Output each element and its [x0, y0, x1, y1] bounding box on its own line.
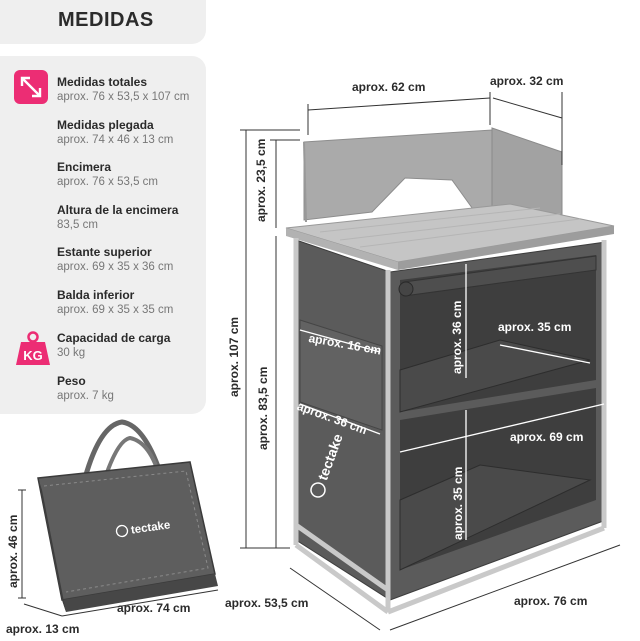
- title-panel: [0, 0, 206, 44]
- page-title: MEDIDAS: [58, 9, 154, 31]
- spec-value: aprox. 74 x 46 x 13 cm: [57, 134, 174, 146]
- spec-value: 30 kg: [57, 347, 86, 359]
- diagonal-arrows-icon: [14, 70, 48, 104]
- bag-width-label: aprox. 74 cm: [117, 601, 191, 615]
- counter-height-label: aprox. 83,5 cm: [256, 366, 270, 450]
- spec-label: Medidas plegada: [57, 118, 154, 132]
- kg-label: KG: [23, 348, 43, 363]
- spec-value: aprox. 76 x 53,5 cm: [57, 176, 158, 188]
- spec-load: Capacidad de carga 30 kg: [57, 331, 207, 361]
- kitchen-cabinet: [285, 127, 615, 615]
- kg-weight-icon: KG: [14, 330, 52, 366]
- cabinet-dimension-lines: [240, 92, 621, 631]
- spec-weight: Peso aprox. 7 kg: [57, 374, 207, 404]
- spec-label: Capacidad de carga: [57, 331, 171, 345]
- spec-label: Medidas totales: [57, 75, 148, 89]
- top-depth-label: aprox. 32 cm: [490, 74, 564, 88]
- spec-counter-height: Altura de la encimera 83,5 cm: [57, 203, 207, 233]
- spec-countertop: Encimera aprox. 76 x 53,5 cm: [57, 160, 207, 190]
- spec-lower-shelf: Balda inferior aprox. 69 x 35 x 35 cm: [57, 288, 207, 318]
- spec-value: 83,5 cm: [57, 219, 98, 231]
- spec-total: Medidas totales aprox. 76 x 53,5 x 107 c…: [57, 75, 207, 105]
- spec-upper-shelf: Estante superior aprox. 69 x 35 x 36 cm: [57, 245, 207, 275]
- spec-value: aprox. 69 x 35 x 36 cm: [57, 261, 174, 273]
- top-width-label: aprox. 62 cm: [352, 80, 426, 94]
- bag-brand-text: tectake: [130, 519, 171, 536]
- spec-label: Encimera: [57, 160, 112, 174]
- lower-shelf-height-label: aprox. 35 cm: [451, 466, 465, 540]
- bag-height-label: aprox. 46 cm: [6, 514, 20, 588]
- spec-label: Altura de la encimera: [57, 203, 179, 217]
- total-height-label: aprox. 107 cm: [227, 316, 241, 397]
- spec-value: aprox. 76 x 53,5 x 107 cm: [57, 91, 190, 103]
- brand-logo-bag: tectake: [115, 519, 171, 538]
- spec-label: Balda inferior: [57, 288, 135, 302]
- shelf-width-label: aprox. 69 cm: [510, 430, 584, 444]
- cabinet-inner-dimension-lines: [299, 264, 605, 540]
- spec-label: Estante superior: [57, 245, 152, 259]
- bag-dimension-lines: [18, 489, 219, 617]
- spec-label: Peso: [57, 374, 86, 388]
- bag-depth-label: aprox. 13 cm: [6, 622, 80, 636]
- base-width-label: aprox. 76 cm: [514, 594, 588, 608]
- windscreen-height-label: aprox. 23,5 cm: [254, 138, 268, 222]
- spec-value: aprox. 69 x 35 x 35 cm: [57, 304, 174, 316]
- shelf-depth-label: aprox. 35 cm: [498, 320, 572, 334]
- spec-folded: Medidas plegada aprox. 74 x 46 x 13 cm: [57, 118, 207, 148]
- spec-value: aprox. 7 kg: [57, 390, 114, 402]
- carry-bag: [37, 419, 218, 612]
- upper-shelf-height-label: aprox. 36 cm: [450, 300, 464, 374]
- base-depth-label: aprox. 53,5 cm: [225, 596, 309, 610]
